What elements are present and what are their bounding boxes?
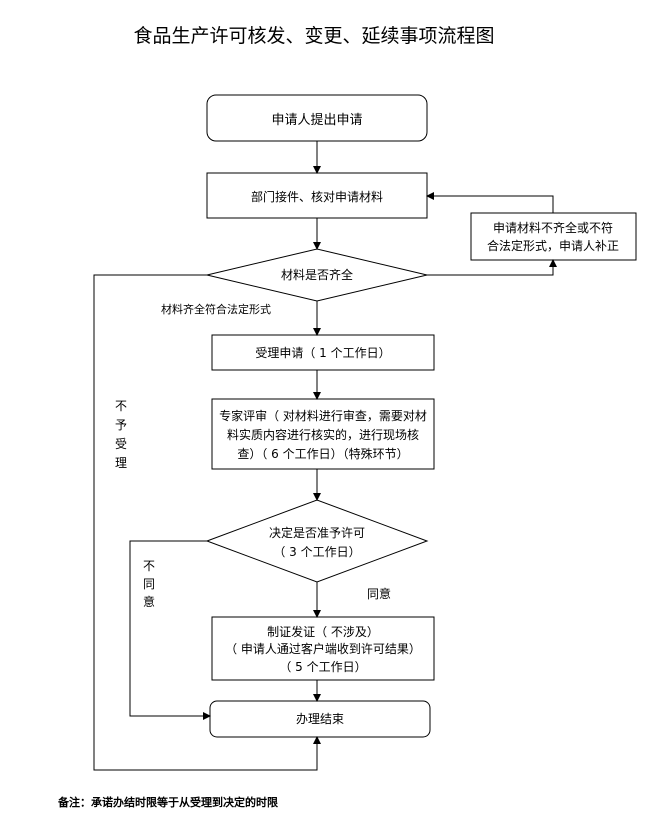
node-accept <box>211 334 435 371</box>
edge-decision-incomplete <box>427 259 557 276</box>
label-disagree-1: 不 <box>143 559 155 573</box>
label-not-accept-1: 不 <box>115 399 127 413</box>
label-disagree-2: 同 <box>143 577 155 591</box>
decision-approve <box>205 499 429 583</box>
node-issue-line3: （ 5 个工作日） <box>279 660 366 674</box>
edge-incomplete-receive <box>426 192 554 213</box>
node-accept-label: 受理申请（ 1 个工作日） <box>255 346 390 360</box>
label-complete-ok: 材料齐全符合法定形式 <box>161 302 271 316</box>
node-review-line1: 专家评审（ 对材料进行审查，需要对材 <box>219 408 427 423</box>
node-incomplete-line2: 合法定形式，申请人补正 <box>487 238 619 253</box>
decision-approve-line2: （ 3 个工作日） <box>273 545 360 559</box>
label-agree: 同意 <box>367 586 391 601</box>
node-end-label: 办理结束 <box>296 711 344 726</box>
node-issue-line1: 制证发证（ 不涉及） <box>267 624 379 639</box>
label-not-accept-2: 予 <box>115 418 127 432</box>
connectors <box>93 141 557 771</box>
label-disagree-3: 意 <box>143 594 155 609</box>
decision-approve-line1: 决定是否准予许可 <box>269 525 365 540</box>
node-apply-label: 申请人提出申请 <box>271 112 362 128</box>
node-issue <box>211 616 435 681</box>
node-review <box>211 398 435 470</box>
node-incomplete-line1: 申请材料不齐全或不符 <box>493 220 613 235</box>
label-not-accept-3: 受 <box>115 437 127 451</box>
node-review-line3: 查）（ 6 个工作日）（特殊环节） <box>237 446 408 461</box>
page-title: 食品生产许可核发、变更、延续事项流程图 <box>133 25 494 47</box>
node-receive-label: 部门接件、核对申请材料 <box>251 189 383 204</box>
node-issue-line2: （ 申请人通过客户端收到许可结果） <box>225 641 421 656</box>
label-not-accept-4: 理 <box>115 456 127 470</box>
decision-complete-label: 材料是否齐全 <box>281 267 353 282</box>
edge-disagree-end <box>129 540 211 720</box>
edge-not-accept-end <box>93 274 321 771</box>
node-review-line2: 料实质内容进行核实的，进行现场核 <box>227 427 419 442</box>
footnote: 备注：承诺办结时限等于从受理到决定的时限 <box>57 795 278 809</box>
node-receive <box>206 172 428 219</box>
